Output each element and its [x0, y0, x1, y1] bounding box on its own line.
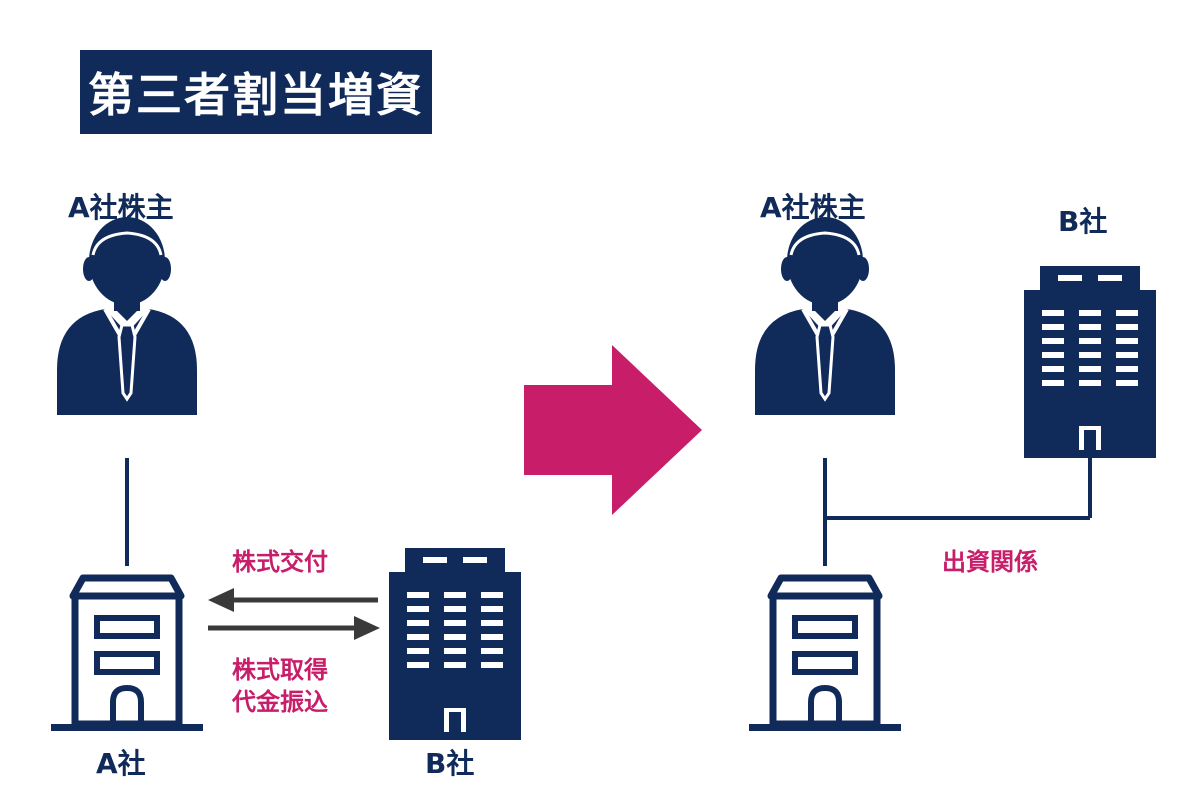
- arrow-to-company-b: [208, 616, 380, 640]
- flow-label-share-issue: 株式交付: [232, 548, 328, 576]
- left-company-a-icon: [51, 578, 203, 731]
- flow-label-payment-line1: 株式取得: [232, 656, 328, 684]
- right-company-a-icon: [749, 578, 901, 731]
- left-shareholder-icon: [55, 215, 199, 417]
- right-arrow-icon: [524, 345, 702, 515]
- left-company-b-label: B社: [425, 747, 475, 780]
- left-company-a-label: A社: [96, 747, 146, 780]
- arrow-to-company-a: [208, 588, 378, 612]
- left-company-b-icon: [389, 548, 521, 740]
- right-shareholder-label: A社株主: [760, 191, 866, 224]
- relation-label: 出資関係: [942, 548, 1038, 576]
- right-shareholder-icon: [753, 215, 897, 417]
- right-company-b-icon: [1024, 266, 1156, 458]
- flow-label-payment-line2: 代金振込: [232, 688, 328, 716]
- right-company-b-label: B社: [1058, 205, 1108, 238]
- investment-relation-lines: [823, 458, 1092, 566]
- page-title: 第三者割当増資: [80, 50, 432, 134]
